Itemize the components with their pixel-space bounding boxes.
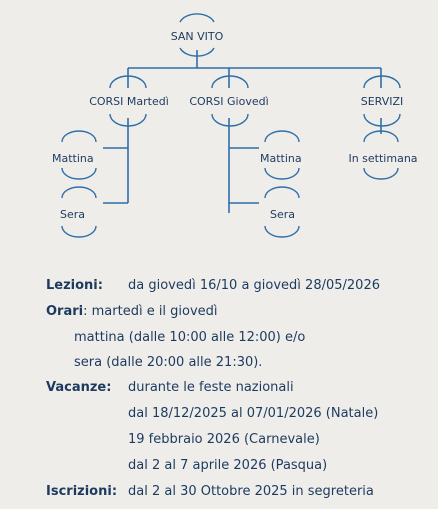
servizi-in-settimana: In settimana — [348, 152, 417, 165]
vacanze-line1: durante le feste nazionali — [128, 380, 294, 395]
m1-sera-top-arc — [61, 186, 97, 199]
lezioni-text: da giovedì 16/10 a giovedì 28/05/2026 — [128, 278, 380, 293]
m1-mattina-top-arc — [61, 130, 97, 143]
iscrizioni-text: dal 2 al 30 Ottobre 2025 in segreteria — [128, 484, 374, 499]
orari-label: Orari — [46, 304, 84, 319]
info-lezioni: Lezioni: da giovedì 16/10 a giovedì 28/0… — [46, 277, 380, 295]
orari-text: : martedì e il giovedì — [83, 304, 218, 319]
giovedi-bottom-arc — [211, 113, 249, 127]
vacanze-label: Vacanze: — [46, 380, 112, 395]
g-sera-top-arc — [264, 186, 300, 199]
root-top-arc — [179, 13, 215, 23]
orari-line2: mattina (dalle 10:00 alle 12:00) e/o — [74, 330, 306, 345]
g-mattina-bottom-arc — [264, 167, 300, 180]
root-node: SAN VITO — [171, 30, 224, 43]
m1-sera-bottom-arc — [61, 225, 97, 238]
martedi-top-arc — [109, 75, 147, 89]
m1-mattina-bottom-arc — [61, 167, 97, 180]
s-settimana-top-arc — [363, 130, 399, 143]
iscrizioni-label: Iscrizioni: — [46, 484, 118, 499]
giovedi-mattina: Mattina — [260, 152, 302, 165]
g-sera-bottom-arc — [264, 225, 300, 238]
vacanze-line3: 19 febbraio 2026 (Carnevale) — [128, 432, 320, 447]
branch-giovedi: CORSI Giovedì — [189, 95, 268, 108]
s-settimana-bottom-arc — [363, 167, 399, 180]
g-mattina-top-arc — [264, 130, 300, 143]
servizi-top-arc — [363, 75, 401, 89]
vacanze-line4: dal 2 al 7 aprile 2026 (Pasqua) — [128, 458, 328, 473]
giovedi-sera: Sera — [270, 208, 295, 221]
lezioni-label: Lezioni: — [46, 278, 103, 293]
orari-line3: sera (dalle 20:00 alle 21:30). — [74, 355, 263, 370]
servizi-bottom-arc — [363, 113, 401, 127]
vacanze-line2: dal 18/12/2025 al 07/01/2026 (Natale) — [128, 406, 379, 421]
martedi-mattina: Mattina — [52, 152, 94, 165]
course-tree-diagram: SAN VITO CORSI Martedì Mattina Sera CORS… — [52, 13, 418, 238]
branch-martedi: CORSI Martedì — [89, 95, 169, 108]
branch-servizi: SERVIZI — [361, 95, 404, 108]
info-iscrizioni: Iscrizioni: dal 2 al 30 Ottobre 2025 in … — [46, 483, 374, 501]
martedi-sera: Sera — [60, 208, 85, 221]
giovedi-top-arc — [211, 75, 249, 89]
info-orari: Orari: martedì e il giovedì — [46, 303, 218, 321]
info-vacanze: Vacanze: durante le feste nazionali — [46, 379, 294, 397]
